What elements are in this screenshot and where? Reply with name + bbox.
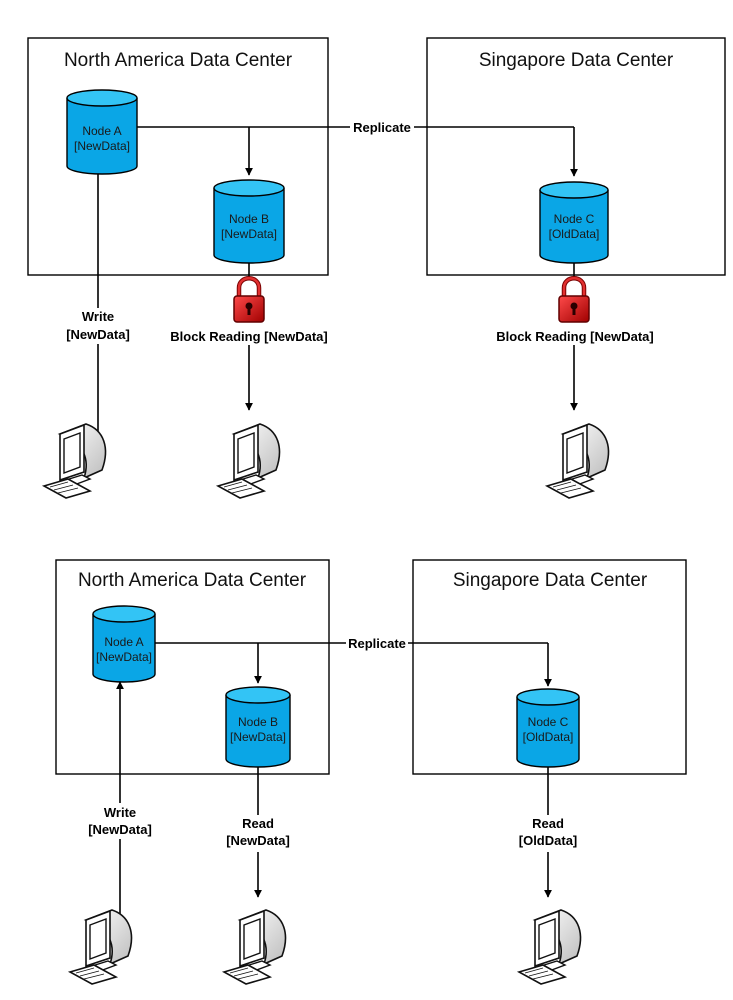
top-node-c-data: [OldData] bbox=[549, 227, 600, 241]
top-computer-icon-reader-b bbox=[217, 423, 281, 499]
top-write-label-line2: [NewData] bbox=[66, 327, 130, 342]
top-dc-title-north-america: North America Data Center bbox=[64, 50, 293, 71]
bottom-node-b-name: Node B bbox=[238, 715, 278, 729]
top-replicate-label-bg bbox=[350, 120, 414, 135]
bottom-read-label-c-line1: Read bbox=[532, 816, 564, 831]
top-lock-icon-b bbox=[234, 278, 264, 322]
bottom-node-a-name: Node A bbox=[104, 635, 143, 649]
bottom-computer-icon-writer bbox=[69, 909, 133, 985]
top-computer-icon-writer bbox=[43, 423, 107, 499]
top-node-c: Node C [OldData] bbox=[539, 181, 609, 264]
bottom-node-c: Node C [OldData] bbox=[516, 688, 580, 768]
top-computer-icon-reader-c bbox=[546, 423, 610, 499]
bottom-replicate-label: Replicate bbox=[348, 636, 406, 651]
bottom-node-c-name: Node C bbox=[528, 715, 569, 729]
top-replicate-label: Replicate bbox=[353, 120, 411, 135]
bottom-node-c-data: [OldData] bbox=[523, 730, 574, 744]
top-lock-icon-c bbox=[559, 278, 589, 322]
bottom-dc-title-singapore: Singapore Data Center bbox=[453, 570, 648, 591]
bottom-read-label-b-line1: Read bbox=[242, 816, 274, 831]
bottom-read-label-b-line2: [NewData] bbox=[226, 833, 290, 848]
bottom-replicate-label-bg bbox=[346, 636, 408, 651]
top-node-a: Node A [NewData] bbox=[66, 89, 138, 175]
bottom-node-b: Node B [NewData] bbox=[225, 686, 291, 768]
bottom-computer-icon-reader-c bbox=[518, 909, 582, 985]
top-dc-title-singapore: Singapore Data Center bbox=[479, 50, 674, 71]
top-node-a-name: Node A bbox=[82, 124, 121, 138]
bottom-write-label-line2: [NewData] bbox=[88, 822, 152, 837]
top-node-b-name: Node B bbox=[229, 212, 269, 226]
top-block-b-label-bg bbox=[160, 329, 338, 344]
bottom-write-label-bg bbox=[84, 803, 156, 839]
bottom-write-label-line1: Write bbox=[104, 805, 136, 820]
bottom-dc-title-north-america: North America Data Center bbox=[78, 570, 307, 591]
top-node-b: Node B [NewData] bbox=[213, 179, 285, 264]
bottom-computer-icon-reader-b bbox=[223, 909, 287, 985]
bottom-node-a: Node A [NewData] bbox=[92, 605, 156, 683]
top-block-label-c: Block Reading [NewData] bbox=[496, 329, 653, 344]
top-node-a-data: [NewData] bbox=[74, 139, 130, 153]
bottom-read-label-c-line2: [OldData] bbox=[519, 833, 578, 848]
top-write-label-bg bbox=[62, 308, 136, 344]
bottom-node-b-data: [NewData] bbox=[230, 730, 286, 744]
top-block-c-label-bg bbox=[486, 329, 664, 344]
top-block-label-b: Block Reading [NewData] bbox=[170, 329, 327, 344]
top-node-c-name: Node C bbox=[554, 212, 595, 226]
bottom-node-a-data: [NewData] bbox=[96, 650, 152, 664]
top-node-b-data: [NewData] bbox=[221, 227, 277, 241]
top-write-label-line1: Write bbox=[82, 309, 114, 324]
